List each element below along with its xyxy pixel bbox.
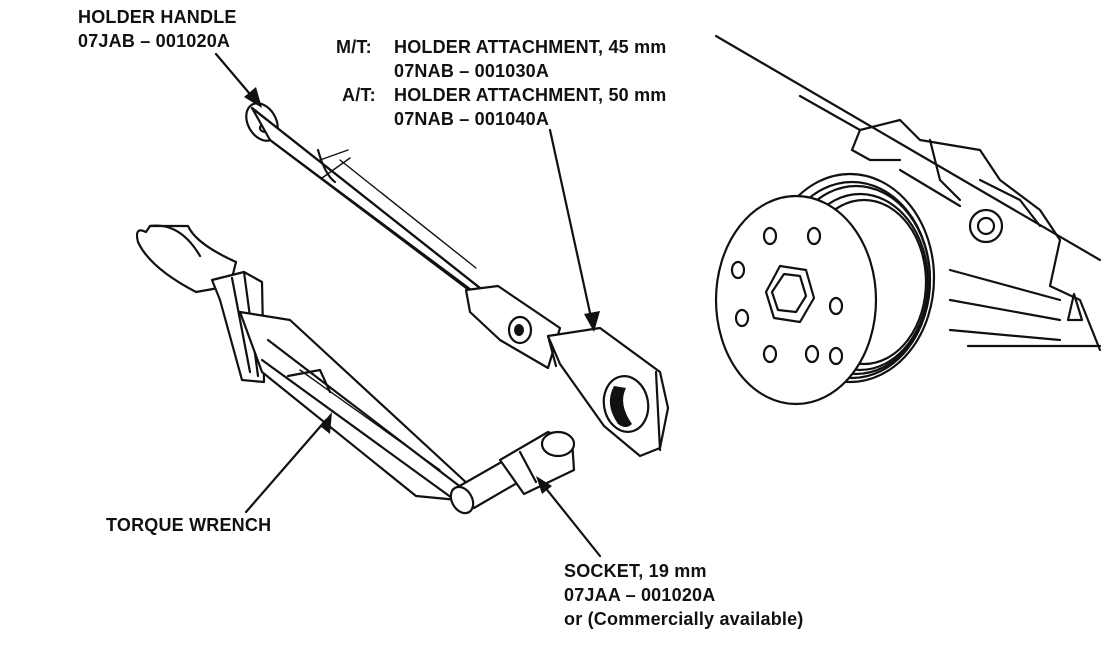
holder-handle-part-number: 07JAB – 001020A [78, 31, 231, 51]
socket-leader [542, 484, 602, 558]
torque-wrench-leader [244, 418, 328, 514]
crankshaft-pulley-drawing [714, 34, 1102, 406]
socket-part-number: 07JAA – 001020A [564, 585, 716, 605]
torque-wrench-name: TORQUE WRENCH [106, 515, 272, 535]
leader-lines [214, 52, 602, 558]
mt-attachment-part-number: 07NAB – 001030A [394, 61, 550, 81]
holder-handle-drawing [245, 102, 562, 370]
at-attachment-name: HOLDER ATTACHMENT, 50 mm [394, 85, 667, 105]
at-prefix: A/T: [342, 85, 376, 105]
mt-attachment-name: HOLDER ATTACHMENT, 45 mm [394, 37, 667, 57]
torque-wrench-drawing [135, 224, 576, 515]
mt-prefix: M/T: [336, 37, 372, 57]
holder-handle-name: HOLDER HANDLE [78, 7, 237, 27]
socket-name: SOCKET, 19 mm [564, 561, 707, 581]
holder-attachment-leader [548, 128, 594, 324]
at-attachment-part-number: 07NAB – 001040A [394, 109, 550, 129]
holder-handle-leader [214, 52, 257, 102]
holder-attachment-drawing [546, 326, 670, 458]
socket-availability-note: or (Commercially available) [564, 609, 804, 629]
